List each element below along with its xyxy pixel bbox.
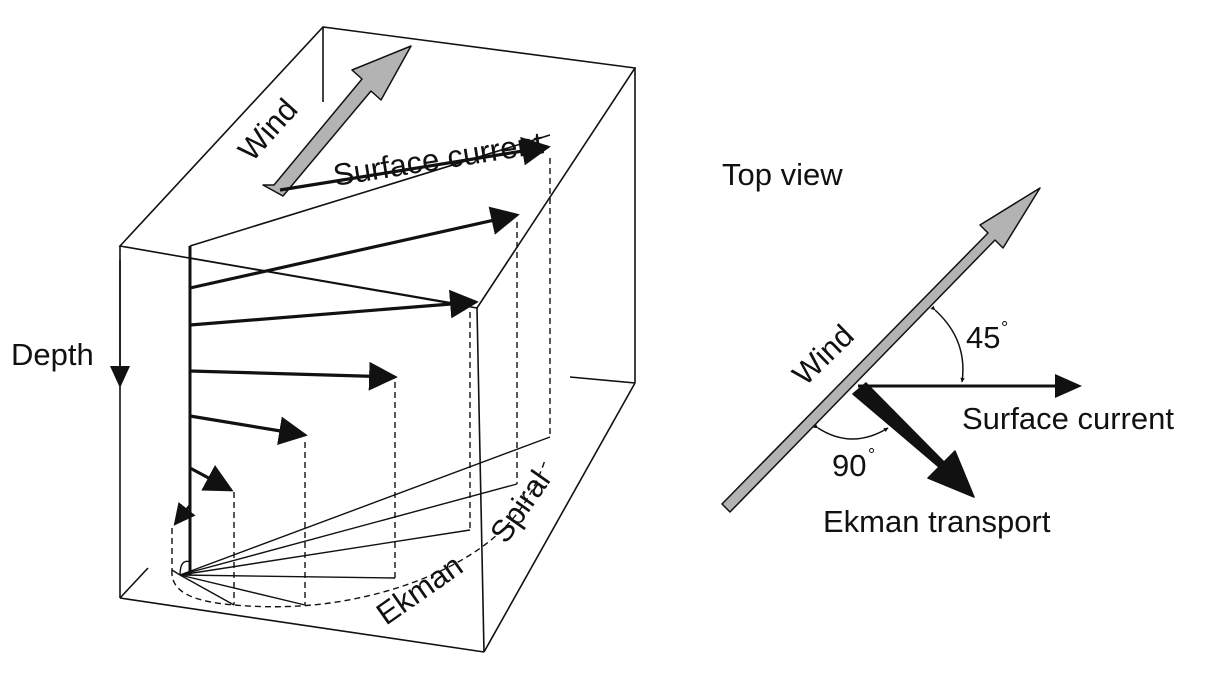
angle-90-degree-symbol: ° <box>868 445 875 465</box>
surface-current-arrowhead-top <box>1055 374 1082 398</box>
ocean-box <box>118 26 637 653</box>
depth-arrowhead <box>110 366 130 388</box>
box-bottom-front-edge <box>119 597 485 653</box>
current-vector-depth-5 <box>189 465 234 492</box>
surface-current-label-top: Surface current <box>962 401 1174 436</box>
ekman-transport-arrow <box>852 382 975 498</box>
angle-90-label: 90 <box>832 448 866 483</box>
top-view-title: Top view <box>722 157 843 192</box>
box-right-front-edge <box>476 307 485 653</box>
current-vector-depth-4 <box>189 414 308 445</box>
bottom-fan-lines <box>171 436 551 606</box>
current-vector-depth-2 <box>189 289 479 327</box>
box-bottom-right-edge <box>483 382 636 653</box>
current-vector-depth-1 <box>189 206 520 290</box>
current-vector-depth-3 <box>189 361 398 391</box>
ekman-transport-label: Ekman transport <box>823 504 1051 539</box>
wind-arrow-3d <box>262 45 412 197</box>
ekman-label: Ekman <box>370 548 469 632</box>
depth-label: Depth <box>11 337 94 372</box>
angle-90-arc <box>813 423 889 440</box>
wind-arrow-top <box>721 187 1041 513</box>
box-hidden-edge-left <box>119 567 149 599</box>
wind-label-3d: Wind <box>231 92 304 168</box>
spiral-label: Spiral <box>483 464 557 549</box>
projection-dashes <box>171 158 551 608</box>
angle-45-degree-symbol: ° <box>1001 318 1008 338</box>
ekman-spiral-curve <box>171 459 546 608</box>
cut-plane-diagonal <box>189 257 471 307</box>
angle-45-arc <box>930 305 965 383</box>
box-hidden-edge-right <box>569 376 636 384</box>
current-vector-depth-6 <box>173 502 196 526</box>
current-vectors <box>173 136 551 526</box>
angle-45-label: 45 <box>966 320 1000 355</box>
surface-current-label-3d: Surface current <box>331 125 546 193</box>
surface-current-vector <box>279 136 551 192</box>
depth-axis <box>110 260 130 388</box>
cut-plane-edge <box>189 134 551 247</box>
